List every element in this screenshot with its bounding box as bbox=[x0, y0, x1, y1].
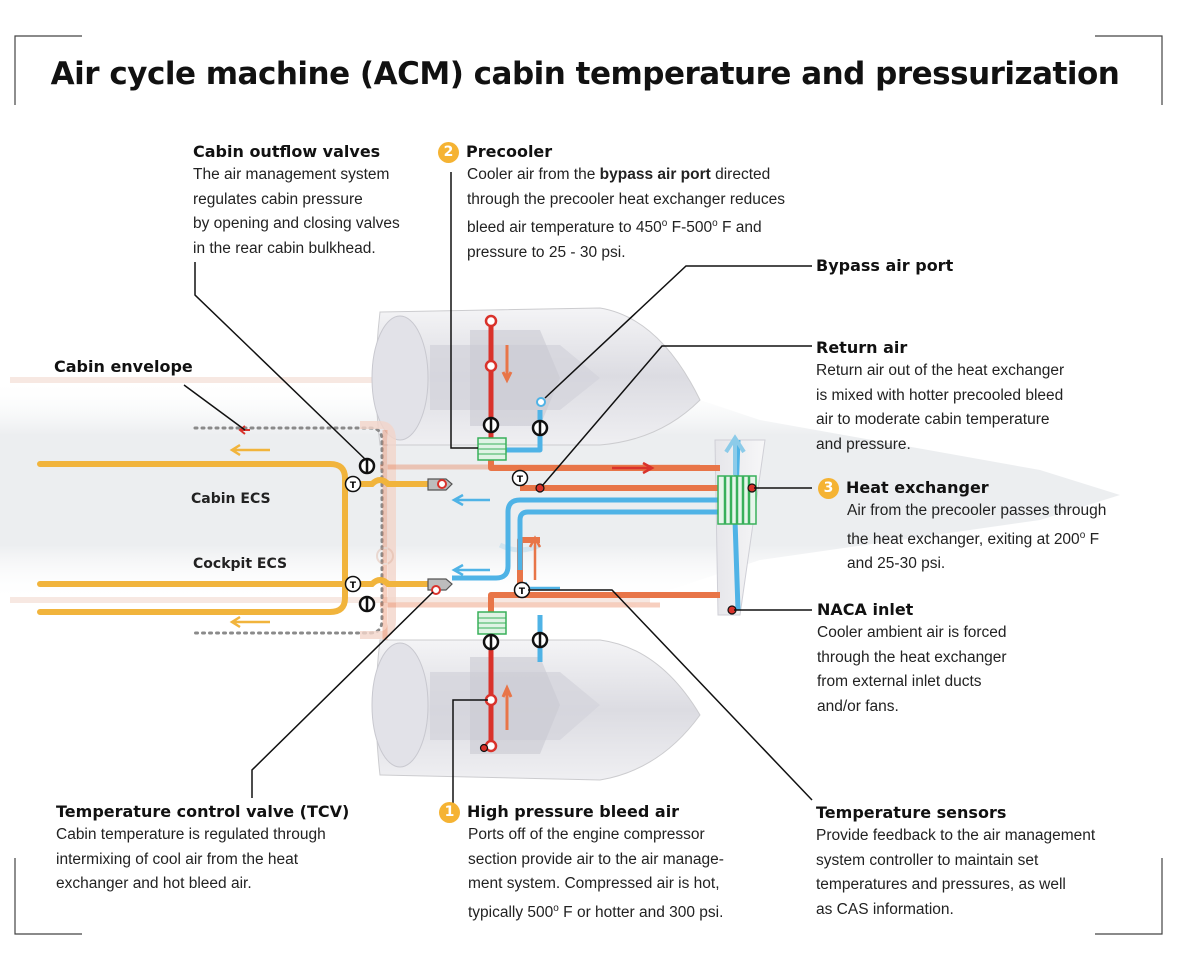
warm-flow-arrow bbox=[612, 461, 655, 475]
sensor-t-cabin: T bbox=[344, 475, 362, 493]
callout-sensors-body: Provide feedback to the air management s… bbox=[816, 827, 1096, 918]
label-cabin-ecs: Cabin ECS bbox=[191, 491, 271, 507]
bypass-valve-top bbox=[531, 419, 549, 437]
leader-lines bbox=[183, 172, 813, 806]
precooler-top bbox=[477, 437, 507, 461]
callout-tcv-title: Temperature control valve (TCV) bbox=[56, 802, 350, 821]
callout-precooler: 2 Precooler Cooler air from the bypass a… bbox=[438, 141, 785, 265]
bleed-flow-arrow-top bbox=[501, 345, 513, 384]
cabin-supply-ducts bbox=[37, 461, 431, 615]
sensor-t-return: T bbox=[511, 469, 529, 487]
callout-outflow-title: Cabin outflow valves bbox=[193, 142, 381, 161]
callout-bleed-title: High pressure bleed air bbox=[467, 802, 680, 821]
precooler-bottom bbox=[477, 611, 507, 635]
callout-sensors-title: Temperature sensors bbox=[816, 803, 1007, 822]
callout-return-air-title: Return air bbox=[816, 338, 908, 357]
bypass-valve-bottom bbox=[531, 631, 549, 649]
svg-text:T: T bbox=[517, 475, 524, 485]
cool-flow-arrow-top bbox=[451, 493, 490, 507]
callout-precooler-body: Cooler air from the bypass air port dire… bbox=[467, 166, 785, 261]
label-cabin-envelope: Cabin envelope bbox=[54, 357, 193, 376]
warm-flow-arrow-vertical bbox=[528, 535, 542, 580]
step-badge-2: 2 bbox=[438, 141, 459, 163]
cool-flow-arrow-mid bbox=[451, 563, 490, 577]
callout-naca-inlet: NACA inlet Cooler ambient air is forced … bbox=[817, 599, 1007, 719]
callout-heat-exchanger-body: Air from the precooler passes through th… bbox=[847, 502, 1107, 572]
svg-text:T: T bbox=[350, 581, 357, 591]
callout-heat-exchanger: 3 Heat exchanger Air from the precooler … bbox=[818, 477, 1106, 577]
outflow-valve-bottom bbox=[358, 595, 376, 613]
callout-return-air: Return air Return air out of the heat ex… bbox=[816, 337, 1064, 457]
sensor-t-cockpit: T bbox=[344, 575, 362, 593]
sensor-t-mix: T bbox=[513, 581, 531, 599]
upper-engine-nacelle bbox=[371, 307, 701, 446]
bleed-ports bbox=[484, 314, 498, 753]
callout-bleed-body: Ports off of the engine compressor secti… bbox=[468, 826, 724, 921]
page-title: Air cycle machine (ACM) cabin temperatur… bbox=[50, 56, 1120, 92]
callout-outflow-body: The air management system regulates cabi… bbox=[193, 166, 400, 257]
precooler-valve-bottom bbox=[482, 633, 500, 651]
callout-cabin-outflow-valves: Cabin outflow valves The air management … bbox=[193, 141, 400, 261]
callout-high-pressure-bleed-air: 1 High pressure bleed air Ports off of t… bbox=[439, 801, 724, 925]
cabin-envelope-shadow bbox=[360, 421, 396, 639]
precooler-valve-top bbox=[482, 416, 500, 434]
callout-temperature-sensors: Temperature sensors Provide feedback to … bbox=[816, 802, 1095, 922]
label-cockpit-ecs: Cockpit ECS bbox=[193, 556, 288, 572]
svg-text:T: T bbox=[350, 481, 357, 491]
svg-text:T: T bbox=[519, 587, 526, 597]
main-heat-exchanger bbox=[717, 475, 757, 525]
callout-naca-body: Cooler ambient air is forced through the… bbox=[817, 624, 1007, 715]
outflow-valve-top bbox=[358, 457, 376, 475]
callout-return-air-body: Return air out of the heat exchanger is … bbox=[816, 362, 1065, 453]
frame-corners bbox=[14, 35, 1163, 935]
label-bypass-air-port: Bypass air port bbox=[816, 256, 954, 275]
tcv-markers bbox=[431, 479, 447, 595]
step-badge-3: 3 bbox=[818, 477, 839, 499]
callout-temperature-control-valve: Temperature control valve (TCV) Cabin te… bbox=[56, 801, 349, 897]
callout-tcv-body: Cabin temperature is regulated through i… bbox=[56, 826, 326, 892]
lower-engine-nacelle bbox=[371, 639, 701, 781]
bleed-flow-arrow-bottom bbox=[501, 684, 513, 730]
callout-heat-exchanger-title: Heat exchanger bbox=[846, 478, 989, 497]
exhaust-arrow bbox=[724, 434, 746, 475]
step-badge-1: 1 bbox=[439, 801, 460, 823]
airflow-arrows-left bbox=[229, 443, 270, 629]
callout-precooler-title: Precooler bbox=[466, 142, 553, 161]
valves bbox=[358, 416, 549, 651]
callout-naca-title: NACA inlet bbox=[817, 600, 914, 619]
